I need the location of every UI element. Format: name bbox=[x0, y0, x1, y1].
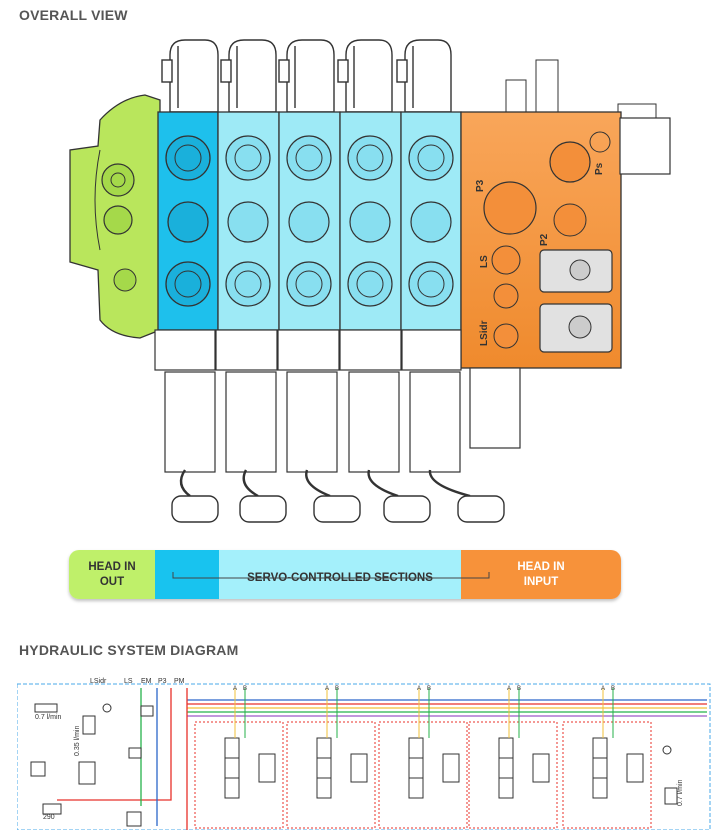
spool-cell bbox=[408, 757, 424, 779]
legend-head-in-out: HEAD IN OUT bbox=[69, 550, 155, 599]
diagram-section-box bbox=[378, 721, 468, 829]
diagram-section-box bbox=[194, 721, 284, 829]
servo-cell bbox=[350, 753, 368, 783]
spool-cell bbox=[592, 737, 608, 759]
top-actuator bbox=[337, 39, 393, 113]
hydraulic-schematic: LSidr LS EM P3 PM 0.7 l/min 0.35 l/min 1… bbox=[17, 678, 711, 830]
top-actuator bbox=[278, 39, 335, 113]
diag-label-ls: LS bbox=[124, 678, 133, 685]
diag-label-em: EM bbox=[141, 678, 152, 685]
diag-flow-3: 0.7 l/min bbox=[677, 779, 684, 806]
diag-label-pm: PM bbox=[174, 678, 185, 685]
servo-cell bbox=[442, 753, 460, 783]
spool-cell bbox=[498, 737, 514, 759]
label-p3: P3 bbox=[475, 179, 486, 192]
connectors bbox=[171, 495, 505, 523]
spool-cell bbox=[316, 777, 332, 799]
diagram-sections bbox=[194, 688, 652, 829]
spool-cell bbox=[498, 757, 514, 779]
top-actuator bbox=[220, 39, 277, 113]
servo-section-first bbox=[157, 111, 219, 331]
spool-cell bbox=[592, 757, 608, 779]
legend-head-in-input: HEAD IN INPUT bbox=[461, 550, 621, 599]
head-in-out-module bbox=[69, 94, 161, 339]
label-p2: P2 bbox=[539, 233, 550, 246]
diagram-section-box bbox=[562, 721, 652, 829]
diagram-section-box bbox=[468, 721, 558, 829]
overall-view-heading: OVERALL VIEW bbox=[19, 7, 128, 23]
diag-label-p3: P3 bbox=[158, 678, 167, 685]
lower-blocks bbox=[154, 329, 462, 371]
spool-cell bbox=[224, 737, 240, 759]
port-b-label: B bbox=[243, 686, 247, 692]
spool-cell bbox=[408, 737, 424, 759]
diagram-section-box bbox=[286, 721, 376, 829]
port-b-label: B bbox=[611, 686, 615, 692]
servo-cell bbox=[626, 753, 644, 783]
diag-flow-1: 0.7 l/min bbox=[35, 714, 62, 721]
valve-block-illustration: P3 Ps P2 LS LSidr bbox=[69, 39, 671, 523]
legend-first-section bbox=[155, 550, 219, 599]
spool-cell bbox=[316, 757, 332, 779]
port-b-label: B bbox=[335, 686, 339, 692]
diag-flow-2: 0.35 l/min bbox=[74, 726, 81, 756]
label-ls: LS bbox=[479, 255, 490, 268]
spool-cell bbox=[408, 777, 424, 799]
port-b-label: B bbox=[517, 686, 521, 692]
port-a-label: A bbox=[233, 686, 237, 692]
label-lsidr: LSidr bbox=[479, 320, 490, 346]
legend-servo-sections: SERVO-CONTROLLED SECTIONS bbox=[172, 550, 490, 599]
head-input-module bbox=[460, 59, 671, 449]
servo-cell bbox=[532, 753, 550, 783]
port-a-label: A bbox=[325, 686, 329, 692]
diag-relief: 290 bbox=[43, 814, 55, 821]
diag-label-lsidr: LSidr bbox=[90, 678, 107, 685]
top-actuator bbox=[161, 39, 219, 113]
label-ps: Ps bbox=[594, 162, 605, 175]
spool-cell bbox=[316, 737, 332, 759]
section-ports bbox=[225, 135, 454, 307]
top-actuators bbox=[161, 39, 452, 113]
spool-cell bbox=[224, 777, 240, 799]
port-b-label: B bbox=[427, 686, 431, 692]
servo-cell bbox=[258, 753, 276, 783]
hydraulic-diagram-heading: HYDRAULIC SYSTEM DIAGRAM bbox=[19, 642, 239, 658]
port-a-label: A bbox=[601, 686, 605, 692]
spool-cell bbox=[498, 777, 514, 799]
servo-actuators bbox=[164, 371, 461, 473]
top-actuator bbox=[396, 39, 452, 113]
module-color-legend: HEAD IN OUT SERVO-CONTROLLED SECTIONS HE… bbox=[69, 550, 621, 599]
spool-cell bbox=[592, 777, 608, 799]
port-a-label: A bbox=[507, 686, 511, 692]
spool-cell bbox=[224, 757, 240, 779]
port-a-label: A bbox=[417, 686, 421, 692]
